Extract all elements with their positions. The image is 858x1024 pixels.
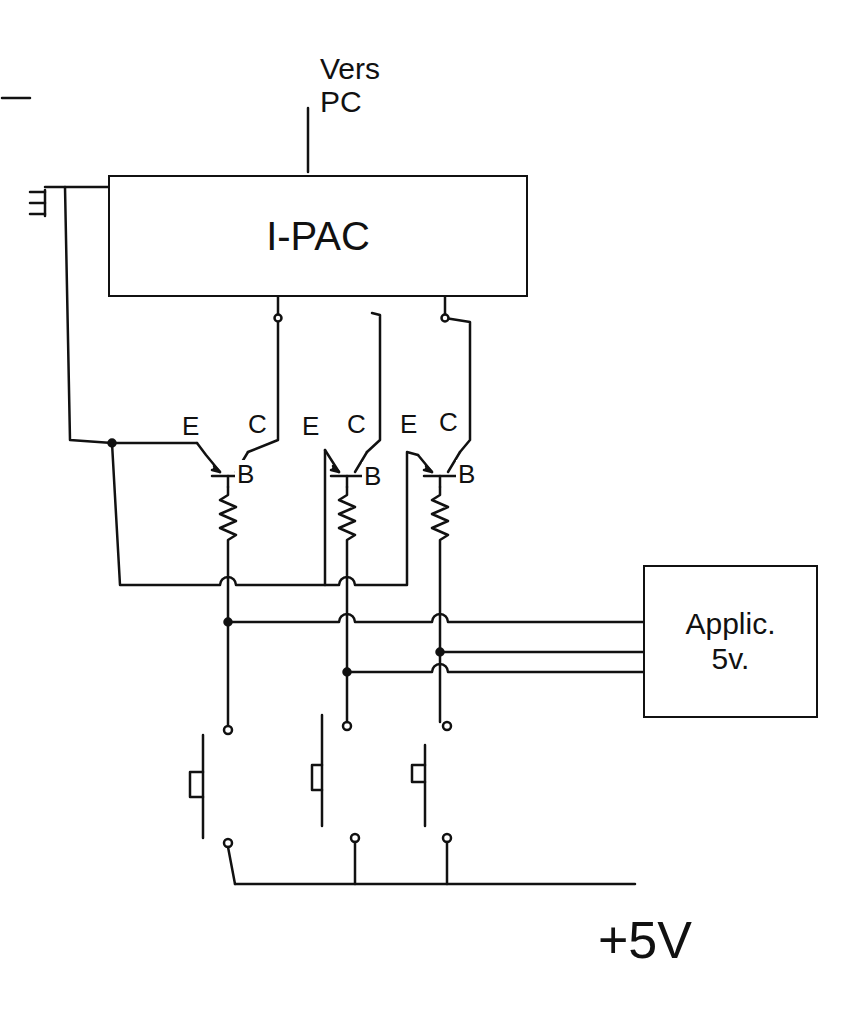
signal-wire (347, 664, 643, 672)
pin-label: B (456, 460, 477, 489)
controller-box: I-PAC (108, 175, 528, 297)
collector-wire (367, 313, 380, 452)
pin-label: C (437, 408, 460, 437)
pushbutton-symbol (312, 715, 359, 884)
note-label: Vers PC (318, 52, 410, 118)
pin-label: E (300, 412, 321, 441)
pin-label: B (235, 460, 256, 489)
box-text: Applic. 5v. (673, 607, 788, 676)
transistor-symbol (325, 450, 367, 487)
box-text: I-PAC (266, 213, 370, 259)
emitter-bus (325, 452, 418, 585)
transistor-symbol (418, 452, 460, 487)
application-box: Applic. 5v. (643, 565, 818, 718)
ground-symbol (30, 187, 108, 216)
pushbutton-symbol (190, 726, 235, 884)
resistor-symbol (220, 487, 236, 725)
resistor-symbol (339, 487, 355, 722)
pin-label: E (398, 410, 419, 439)
signal-wire (440, 651, 643, 654)
signal-wire (228, 614, 643, 622)
leader-line (307, 108, 310, 172)
terminal-dot (442, 315, 449, 322)
emitter-bus (112, 443, 325, 585)
pin-label: C (345, 410, 368, 439)
pen-mark (2, 97, 30, 100)
resistor-symbol (432, 487, 448, 722)
supply-label: +5V (596, 912, 694, 969)
pin-label: B (362, 462, 383, 491)
terminal-dot (275, 315, 282, 322)
pin-label: C (246, 410, 269, 439)
ground-wire (65, 187, 197, 443)
pushbutton-symbol (412, 722, 451, 884)
pin-label: E (180, 412, 201, 441)
supply-bus (235, 883, 635, 886)
